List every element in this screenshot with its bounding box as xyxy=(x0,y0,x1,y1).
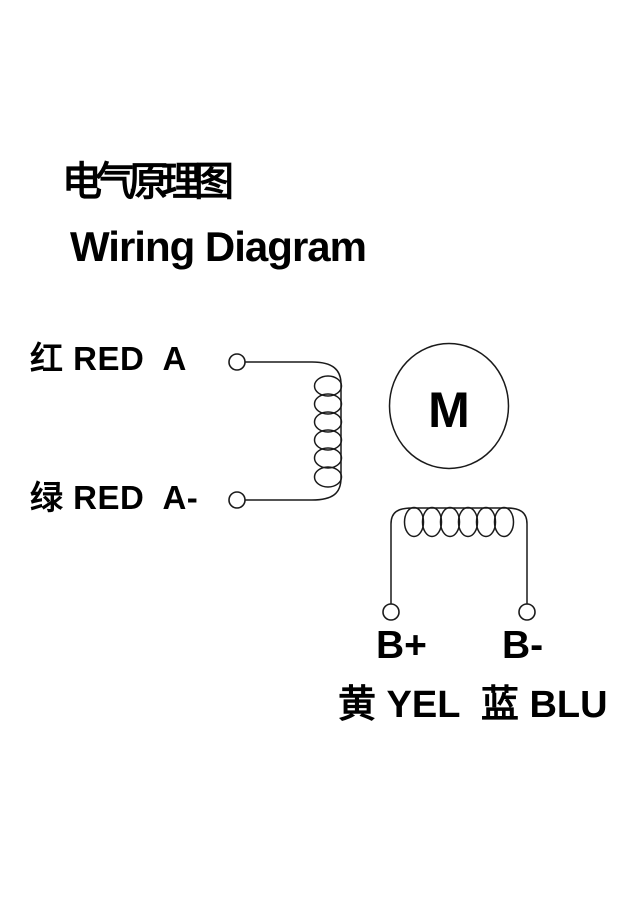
phase-b-negative-label: B- xyxy=(502,624,544,667)
phase-b-wire xyxy=(390,507,528,604)
phase-a-coil-loop xyxy=(313,411,343,433)
phase-b-coil-loop xyxy=(439,506,461,538)
terminal-a-negative xyxy=(228,491,246,509)
motor-label: M xyxy=(428,382,470,438)
phase-b-coil-loop xyxy=(457,506,479,538)
terminal-a-positive xyxy=(228,353,246,371)
phase-a-positive-label: 红 RED A xyxy=(30,340,187,377)
phase-b-winding xyxy=(382,506,536,621)
phase-b-positive-label: B+ xyxy=(376,624,427,667)
phase-b-coil-loop xyxy=(493,506,515,538)
title-en: Wiring Diagram xyxy=(70,223,367,270)
phase-a-negative-label: 绿 RED A- xyxy=(30,479,199,516)
motor-circle xyxy=(388,342,510,470)
terminal-b-positive xyxy=(382,603,400,621)
title-zh: 电气原理图 xyxy=(62,160,234,204)
phase-b-wire-colors-label: 黄 YEL 蓝 BLU xyxy=(338,684,608,726)
phase-a-coil-loop xyxy=(313,447,343,469)
phase-a-coil-loop xyxy=(313,375,343,397)
phase-b-coil-loop xyxy=(421,506,443,538)
phase-a-coil-loop xyxy=(313,466,343,488)
terminal-b-negative xyxy=(518,603,536,621)
phase-a-coil-loop xyxy=(313,393,343,415)
phase-b-coil-loop xyxy=(475,506,497,538)
phase-a-coil-loop xyxy=(313,429,343,451)
phase-a-winding xyxy=(228,353,343,509)
phase-b-coil-loop xyxy=(403,506,425,538)
phase-a-wire xyxy=(245,361,342,501)
